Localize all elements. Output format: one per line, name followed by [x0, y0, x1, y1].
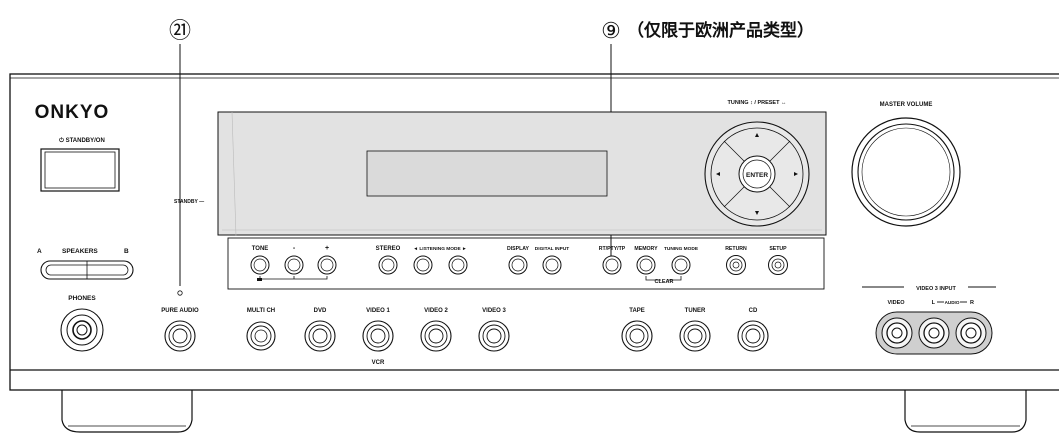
- return-label: RETURN: [725, 246, 747, 252]
- multi-ch-label: MULTI CH: [247, 308, 275, 314]
- listening-mode-left-button[interactable]: [413, 255, 433, 275]
- tuning-mode-button[interactable]: [671, 255, 691, 275]
- stereo-button[interactable]: [378, 255, 398, 275]
- tone-bracket: [259, 276, 328, 280]
- multi-ch-button[interactable]: [246, 321, 276, 351]
- display-button[interactable]: [508, 255, 528, 275]
- video3-button[interactable]: [478, 320, 510, 352]
- tone-minus-button[interactable]: [284, 255, 304, 275]
- tuner-label: TUNER: [685, 308, 706, 314]
- right-foot: [904, 390, 1027, 433]
- minus-label: -: [293, 245, 296, 252]
- setup-label: SETUP: [769, 246, 787, 252]
- master-volume-label: MASTER VOLUME: [880, 102, 933, 108]
- stereo-label: STEREO: [376, 246, 401, 252]
- display-label: DISPLAY: [507, 246, 530, 252]
- listening-mode-right-button[interactable]: [448, 255, 468, 275]
- video1-button[interactable]: [362, 320, 394, 352]
- video3-audio-l-jack[interactable]: [918, 317, 950, 349]
- left-foot: [61, 390, 193, 433]
- standby-on-button[interactable]: [40, 148, 120, 192]
- video3-video-label: VIDEO: [887, 300, 905, 306]
- down-arrow-icon: [755, 211, 759, 215]
- button-strip: [227, 237, 825, 290]
- brand-logo: ONKYO: [35, 102, 110, 123]
- pure-audio-label: PURE AUDIO: [161, 308, 199, 314]
- tone-button[interactable]: [250, 255, 270, 275]
- left-arrow-icon: [716, 172, 720, 176]
- video3-audio-label: AUDIO: [945, 300, 960, 305]
- cd-label: CD: [749, 308, 758, 314]
- pure-audio-led: [177, 290, 183, 296]
- vcr-label: VCR: [372, 360, 385, 366]
- chassis-outline: [9, 73, 1059, 391]
- tone-label: TONE: [252, 246, 269, 252]
- clear-bracket: [645, 276, 682, 281]
- enter-button-label: ENTER: [746, 172, 768, 179]
- video3-video-jack[interactable]: [881, 317, 913, 349]
- rt-pty-tp-button[interactable]: [602, 255, 622, 275]
- memory-button[interactable]: [636, 255, 656, 275]
- callout-9-number: ⑨: [601, 18, 621, 43]
- tuner-button[interactable]: [679, 320, 711, 352]
- callout-9-note: （仅限于欧洲产品类型）: [627, 20, 814, 40]
- master-volume-knob[interactable]: [851, 117, 961, 227]
- right-arrow-icon: [794, 172, 798, 176]
- video3-label: VIDEO 3: [482, 308, 506, 314]
- tape-button[interactable]: [621, 320, 653, 352]
- video1-label: VIDEO 1: [366, 308, 390, 314]
- cd-button[interactable]: [737, 320, 769, 352]
- setup-button[interactable]: [768, 255, 788, 275]
- listening-mode-label: ◄ LISTENING MODE ►: [413, 246, 466, 252]
- standby-on-label: ⏻ STANDBY/ON: [59, 137, 105, 144]
- video3-l-label: L: [932, 300, 936, 306]
- memory-label: MEMORY: [634, 246, 658, 252]
- plus-label: +: [325, 245, 329, 252]
- speakers-label: SPEAKERS: [62, 248, 98, 255]
- speakers-b-label: B: [124, 248, 129, 255]
- tape-label: TAPE: [629, 308, 645, 314]
- video2-label: VIDEO 2: [424, 308, 448, 314]
- video3-input-label: VIDEO 3 INPUT: [916, 286, 956, 292]
- callout-21: ㉑: [169, 18, 191, 286]
- fl-display: [366, 150, 608, 197]
- video3-audio-r-jack[interactable]: [955, 317, 987, 349]
- dvd-label: DVD: [314, 308, 327, 314]
- dvd-button[interactable]: [304, 320, 336, 352]
- tone-plus-button[interactable]: [317, 255, 337, 275]
- speakers-a-label: A: [37, 248, 42, 255]
- pure-audio-button[interactable]: [164, 320, 196, 352]
- navigation-pad[interactable]: ENTER: [704, 121, 810, 227]
- phones-jack[interactable]: [60, 308, 104, 352]
- video2-button[interactable]: [420, 320, 452, 352]
- video3-r-label: R: [970, 300, 974, 306]
- digital-input-label: DIGITAL INPUT: [535, 246, 570, 252]
- callout-21-number: ㉑: [169, 18, 191, 43]
- rt-pty-tp-label: RT/PTY/TP: [599, 246, 626, 252]
- up-arrow-icon: [755, 133, 759, 137]
- phones-label: PHONES: [68, 295, 96, 302]
- tuning-mode-label: TUNING MODE: [664, 246, 699, 252]
- clear-label: CLEAR: [655, 279, 674, 285]
- return-button[interactable]: [726, 255, 746, 275]
- digital-input-button[interactable]: [542, 255, 562, 275]
- standby-indicator-label: STANDBY —: [174, 199, 204, 205]
- tuning-preset-label: TUNING ↕ / PRESET ↔: [728, 100, 787, 106]
